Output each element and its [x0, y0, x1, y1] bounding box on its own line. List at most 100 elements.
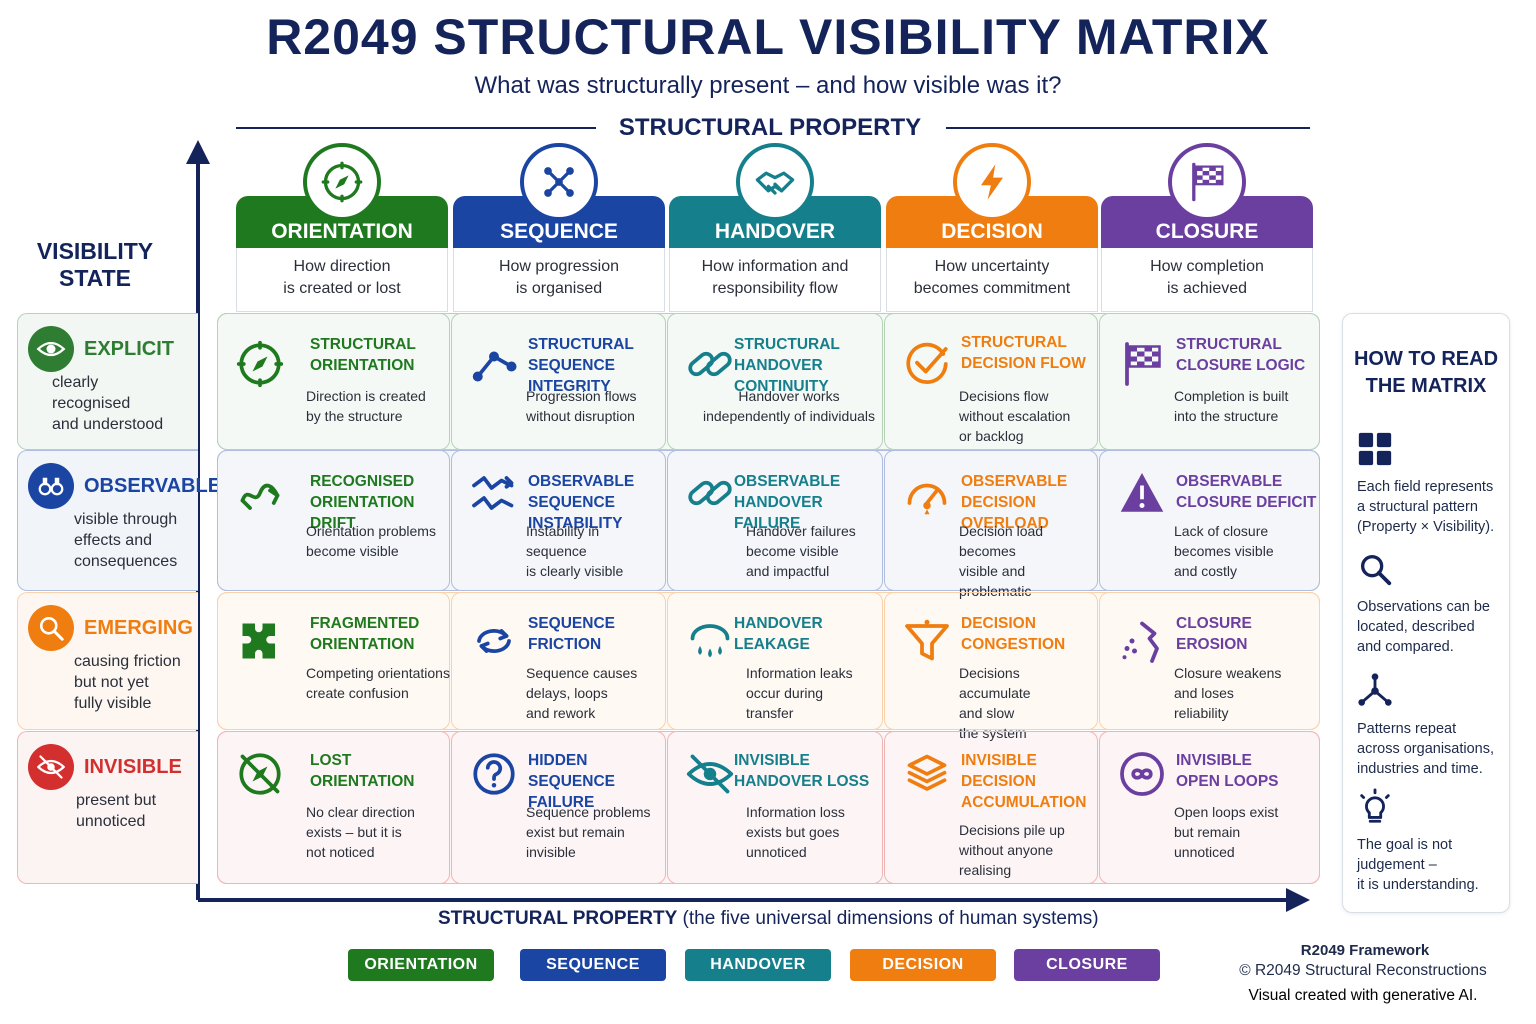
- cell-description-line: invisible: [526, 844, 576, 860]
- chain-link-icon: [682, 336, 738, 392]
- legend-item-orientation: ORIENTATION: [348, 949, 494, 981]
- column-description-line: How completion: [1150, 258, 1264, 275]
- cell-description-line: independently of individuals: [702, 408, 875, 424]
- cell-description-line: unnoticed: [1174, 844, 1235, 860]
- how-to-read-line: across organisations,: [1357, 741, 1495, 757]
- checkered-flag-icon: [1168, 143, 1246, 221]
- how-to-read-line: and compared.: [1357, 639, 1454, 655]
- cell-title-line: STRUCTURAL: [310, 336, 416, 353]
- row-description-line: effects and: [74, 532, 152, 549]
- column-description-line: is organised: [515, 280, 603, 297]
- puzzle-icon: [232, 613, 288, 669]
- cell-description-line: Direction is created: [306, 388, 426, 404]
- cell-title-line: CLOSURE LOGIC: [1176, 357, 1306, 374]
- visibility-state-label: VISIBILITY STATE: [20, 238, 170, 292]
- cell-title-line: LEAKAGE: [734, 636, 810, 653]
- axis-divider-right: [946, 127, 1310, 129]
- cell-title: STRUCTURAL DECISION FLOW: [961, 332, 1086, 374]
- cell-title-line: STRUCTURAL: [961, 334, 1067, 351]
- row-description-line: clearly recognised: [52, 374, 131, 412]
- row-description-line: and understood: [52, 416, 164, 433]
- cell-title-line: OBSERVABLE: [961, 473, 1068, 490]
- cell-title-line: ACCUMULATION: [961, 794, 1087, 811]
- cell-description-line: without anyone: [959, 842, 1054, 858]
- compass-icon: [303, 143, 381, 221]
- cell-description-line: becomes visible: [1174, 543, 1274, 559]
- cell-description-line: become visible: [746, 543, 839, 559]
- column-description-line: responsibility flow: [712, 280, 838, 297]
- bottom-axis-bold: STRUCTURAL PROPERTY: [438, 908, 678, 929]
- cell-title-line: STRUCTURAL: [528, 336, 634, 353]
- how-to-read-line: (Property × Visibility).: [1357, 519, 1495, 535]
- cell-description-line: is clearly visible: [526, 563, 624, 579]
- cell-title-line: OBSERVABLE: [1176, 473, 1283, 490]
- lightning-icon: [953, 143, 1031, 221]
- how-to-read-line: Observations can be: [1357, 599, 1490, 615]
- credit-ai-notice: Visual created with generative AI.: [1248, 987, 1478, 1004]
- page-title: R2049 STRUCTURAL VISIBILITY MATRIX: [266, 9, 1270, 65]
- row-description-line: causing friction: [74, 653, 181, 670]
- cell-description-line: Decisions flow: [959, 388, 1049, 404]
- cell-title-line: DECISION FLOW: [961, 355, 1086, 372]
- cell-description-line: Handover works: [738, 388, 840, 404]
- cell-title-line: INVISIBLE: [734, 752, 810, 769]
- cell-title-line: STRUCTURAL: [734, 336, 840, 353]
- cell-description-line: without disruption: [526, 408, 635, 424]
- network-nodes-icon: [520, 143, 598, 221]
- column-header-label: CLOSURE: [1155, 220, 1259, 243]
- legend-item-handover: HANDOVER: [685, 949, 831, 981]
- cell-description-line: Closure weakens: [1174, 665, 1282, 681]
- cell-description-line: exists but goes: [746, 824, 840, 840]
- column-header-orientation: ORIENTATION: [236, 196, 448, 248]
- grid-icon: [1356, 430, 1394, 473]
- zigzag-arrows-icon: [466, 465, 522, 521]
- chain-link-icon: [682, 465, 738, 521]
- x-axis-arrowhead: [1286, 888, 1310, 912]
- cell-description-line: Completion is built: [1174, 388, 1289, 404]
- column-header-label: ORIENTATION: [271, 220, 413, 243]
- column-header-label: DECISION: [941, 220, 1043, 243]
- bottom-axis-label: STRUCTURAL PROPERTY (the five universal …: [438, 908, 1099, 930]
- cell-description-line: transfer: [746, 705, 794, 721]
- legend-label: ORIENTATION: [364, 956, 478, 973]
- axis-divider-left: [236, 127, 596, 129]
- cell-description-line: Orientation problems: [306, 523, 436, 539]
- column-description-line: is achieved: [1166, 280, 1248, 297]
- cell-description-line: Decisions accumulate: [959, 665, 1031, 701]
- cell-title-line: SEQUENCE INTEGRITY: [528, 357, 615, 395]
- legend-label: HANDOVER: [710, 956, 806, 973]
